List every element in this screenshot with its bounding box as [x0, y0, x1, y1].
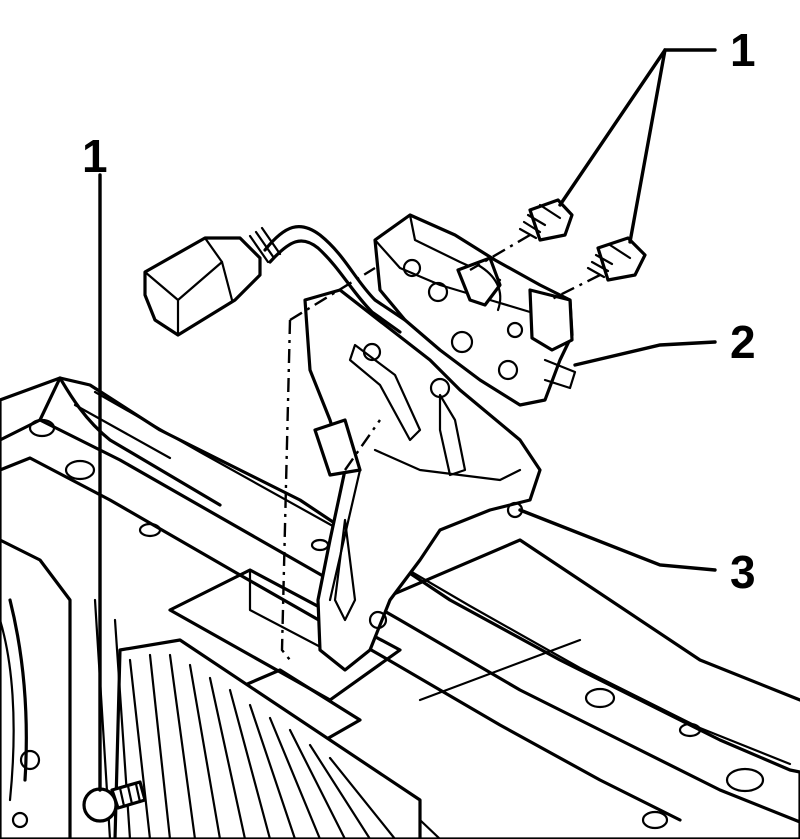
callout-3: 3: [730, 546, 756, 598]
screw-upper-right: [586, 236, 647, 282]
assembly-guide-lines: [280, 233, 601, 661]
callout-1-top: 1: [730, 24, 756, 76]
wiring-harness: [143, 225, 407, 337]
lock-bracket: [303, 288, 542, 672]
screw-upper-left: [518, 198, 574, 242]
callout-labels: 1 1 2 3: [82, 24, 756, 598]
hood-lock: [373, 213, 577, 407]
screw-lower-left: [82, 780, 147, 823]
condenser-grille: [0, 538, 422, 839]
callout-2: 2: [730, 316, 756, 368]
callout-leaders: [98, 48, 717, 792]
callout-1-left: 1: [82, 130, 108, 182]
